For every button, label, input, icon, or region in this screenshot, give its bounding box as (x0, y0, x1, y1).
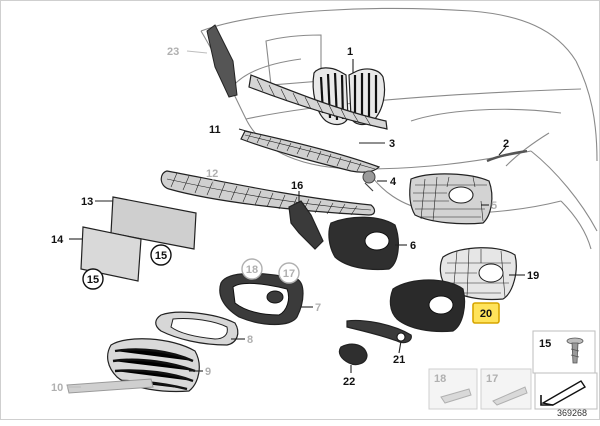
callout-circle-15-left[interactable]: 15 (82, 268, 104, 290)
screw-icon (566, 337, 584, 364)
part-fog-frame[interactable] (219, 272, 304, 326)
legend-clip-17-box[interactable]: 17 (480, 368, 532, 410)
callout-circle-18[interactable]: 18 (241, 258, 263, 280)
label-12: 12 (206, 168, 218, 180)
part-side-bracket[interactable] (206, 24, 238, 98)
label-7: 7 (315, 302, 321, 314)
label-2: 2 (503, 138, 509, 150)
legend-clip-18-box[interactable]: 18 (428, 368, 478, 410)
svg-text:18: 18 (434, 373, 446, 385)
label-23: 23 (167, 46, 179, 58)
part-fog-grille-installed[interactable] (409, 173, 493, 225)
label-4: 4 (390, 176, 397, 188)
svg-text:17: 17 (486, 373, 498, 385)
selected-part-label-20[interactable]: 20 (472, 302, 500, 324)
part-trim-frame[interactable] (155, 311, 239, 346)
part-clip-4[interactable] (362, 170, 376, 192)
part-small-bracket[interactable] (346, 319, 412, 344)
part-license-plate-base[interactable] (110, 196, 197, 250)
label-13: 13 (81, 196, 93, 208)
part-slatted-grille[interactable] (107, 338, 200, 393)
svg-text:20: 20 (480, 308, 492, 320)
clip-17-icon (492, 386, 528, 406)
svg-text:15: 15 (539, 338, 551, 350)
car-body-outline (200, 7, 598, 250)
callout-circle-15-right[interactable]: 15 (150, 244, 172, 266)
leader-lines (67, 50, 525, 388)
label-11: 11 (209, 124, 221, 136)
label-3: 3 (389, 138, 395, 150)
callout-circle-17[interactable]: 17 (278, 262, 300, 284)
svg-text:15: 15 (87, 274, 99, 286)
clip-18-icon (440, 388, 472, 404)
label-16: 16 (291, 180, 303, 192)
part-trim-strip[interactable] (66, 378, 154, 394)
part-bracket[interactable] (288, 200, 324, 250)
part-lower-grille[interactable] (160, 170, 376, 216)
label-5: 5 (491, 200, 497, 212)
label-22: 22 (343, 376, 355, 388)
part-license-plate-holder[interactable] (80, 226, 142, 282)
label-1: 1 (347, 46, 353, 58)
label-8: 8 (247, 334, 253, 346)
part-upper-mesh-strip[interactable] (248, 74, 388, 130)
label-19: 19 (527, 270, 539, 282)
svg-text:18: 18 (246, 264, 258, 276)
label-9: 9 (205, 366, 211, 378)
svg-text:15: 15 (155, 250, 167, 262)
part-main-grille[interactable] (240, 130, 381, 173)
legend-arrow-box[interactable] (534, 372, 598, 410)
part-trim-chrome[interactable] (486, 149, 528, 163)
label-6: 6 (410, 240, 416, 252)
svg-text:17: 17 (283, 268, 295, 280)
legend-screw-box[interactable]: 15 (532, 330, 596, 374)
label-14: 14 (51, 234, 64, 246)
label-10: 10 (51, 382, 63, 394)
part-fog-grille-dark[interactable] (328, 216, 399, 271)
part-fog-grille-selected[interactable] (389, 279, 466, 333)
label-21: 21 (393, 354, 405, 366)
diagram-id: 369268 (557, 408, 587, 418)
part-labels: 1 2 3 4 5 6 7 8 9 10 11 12 13 14 16 19 2… (51, 46, 539, 394)
part-cap[interactable] (338, 343, 368, 366)
